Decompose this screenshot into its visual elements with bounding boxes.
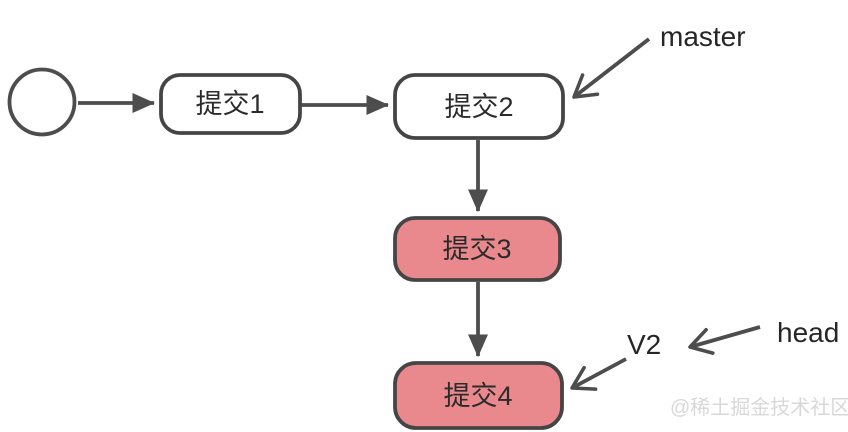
- arrow-master-to-commit2: [572, 37, 651, 99]
- watermark: @稀土掘金技术社区: [670, 396, 848, 419]
- v2-label: V2: [627, 329, 661, 360]
- commit3-label: 提交3: [442, 234, 511, 264]
- arrow-v2-to-commit4: [570, 357, 627, 391]
- commit3-node: [393, 216, 562, 282]
- commit4-label: 提交4: [443, 381, 512, 411]
- commit1-node: [159, 73, 302, 135]
- commit1-label: 提交1: [195, 89, 264, 119]
- commit2-node: [393, 73, 565, 140]
- head-label: head: [777, 317, 839, 348]
- commit4-node: [393, 361, 564, 430]
- root-commit-node: [7, 67, 77, 137]
- arrow-head-to-v2: [688, 325, 761, 355]
- commit2-label: 提交2: [444, 92, 513, 122]
- master-label: master: [660, 21, 746, 52]
